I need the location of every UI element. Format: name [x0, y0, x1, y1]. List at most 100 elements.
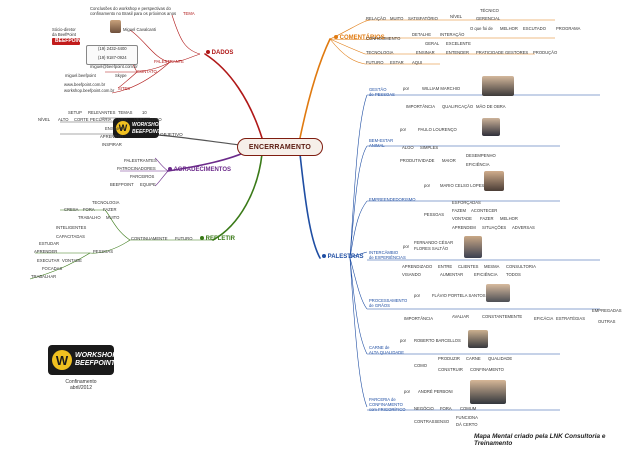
logo-small-text-2: BEEFPOINT: [132, 129, 159, 135]
dados-tema-label: TEMA: [183, 11, 195, 16]
refletir-fazer-2: FORA: [83, 207, 95, 212]
branch-agradecimentos[interactable]: AGRADECIMENTOS: [168, 167, 231, 173]
p4-por: por: [403, 244, 410, 249]
miguel-photo: [110, 20, 121, 33]
central-topic[interactable]: ENCERRAMENTO: [237, 138, 323, 156]
refletir-fazer-3: FAZER: [103, 207, 117, 212]
p4-row2-3: EFICIÊNCIA: [474, 272, 498, 277]
refletir-trabalho-1: TRABALHO: [78, 215, 101, 220]
com-tec-3: ENTENDER: [446, 50, 470, 55]
p5-empregadas: EMPREGADAS: [592, 308, 622, 313]
branch-objetivo[interactable]: OBJETIVO: [160, 132, 183, 137]
logo-large-text-2: BEEFPOINT: [75, 360, 114, 367]
com-detalhe-2: INTERAÇÃO: [440, 32, 465, 37]
refletir-futuro: FUTURO: [175, 236, 193, 241]
agradecimentos-item-1: PALESTRANTES: [124, 158, 157, 163]
dados-skype: Skype: [115, 73, 127, 78]
p2-row1-1: ALGO: [402, 145, 414, 150]
dados-name: Miguel Cavalcanti: [123, 27, 157, 32]
branch-objetivo-label: OBJETIVO: [160, 132, 183, 137]
dados-site1[interactable]: www.beefpoint.com.br: [64, 82, 106, 87]
com-row1-2: MUITO: [390, 16, 404, 21]
p5-row-3: CONSTANTEMENTE: [482, 314, 523, 319]
p6-como: COMO: [414, 363, 428, 368]
branch-comentarios[interactable]: COMENTÁRIOS: [334, 35, 385, 41]
p1-row-1: IMPORTÂNCIA: [406, 104, 436, 109]
p2-title-1: BEM-ESTAR: [369, 138, 394, 143]
refletir-tecnologia: TECNOLOGIA: [92, 200, 120, 205]
branch-comentarios-line: [299, 38, 331, 139]
branch-palestras[interactable]: PALESTRAS: [322, 254, 364, 260]
com-detalhe-1: DETALHE: [412, 32, 432, 37]
com-conhecimento: CONHECIMENTO: [366, 36, 401, 41]
branch-palestras-label: PALESTRAS: [327, 254, 364, 260]
refletir-trabalhar: TRABALHAR: [31, 274, 57, 279]
p4-title-2: de EXPERIÊNCIAS: [369, 255, 406, 260]
objetivo-item-1: ENSINAR: [105, 126, 124, 131]
com-futuro-1: FUTURO: [366, 60, 384, 65]
p3-speaker-photo: [484, 171, 504, 191]
p1-row-2: QUALIFICAÇÃO: [442, 104, 474, 109]
p5-name: FLÁVIO PORTELA SANTOS: [432, 293, 486, 298]
branch-refletir[interactable]: REFLETIR: [200, 236, 235, 242]
objetivo-top-2: RELEVANTES: [88, 110, 116, 115]
p4-name-1: FERNANDO CÉSAR: [414, 240, 454, 245]
p3-fazem-2: ACONTECER: [471, 208, 498, 213]
p6-por: por: [400, 338, 407, 343]
objetivo-left-3: CORTE: [74, 117, 89, 122]
p6-name: ROBERTO BARCELLOS: [414, 338, 461, 343]
refletir-trabalho-2: MUITO: [106, 215, 120, 220]
com-tec-1: TECNOLOGIA: [366, 50, 394, 55]
branch-refletir-label: REFLETIR: [205, 236, 236, 242]
branch-dados[interactable]: DADOS: [206, 50, 233, 56]
refletir-inteligentes: INTELIGENTES: [56, 225, 87, 230]
p6-produzir-2: CARNE: [466, 356, 481, 361]
p2-row2-1: PRODUTIVIDADE: [400, 158, 435, 163]
refletir-fazer-1: CRESA: [64, 207, 79, 212]
dados-sites-label: SITES: [118, 86, 131, 91]
dados-phone1[interactable]: (19) 2432-4400: [98, 46, 127, 51]
com-tecnico: TÉCNICO: [480, 8, 499, 13]
refletir-focadas: FOCADAS: [42, 266, 63, 271]
com-ano-2: MELHOR: [500, 26, 518, 31]
objetivo-left-5: VIDA: [118, 117, 128, 122]
dados-site2[interactable]: workshop.beefpoint.com.br: [64, 88, 115, 93]
com-ano-1: O que foi de: [470, 26, 493, 31]
workshop-beefpoint-logo-small: W WORKSHOP BEEFPOINT: [113, 118, 159, 138]
com-row1-1: RELAÇÃO: [366, 16, 387, 21]
p7-title-3: com FRIGORÍFICO: [369, 407, 406, 412]
com-row1-3: SATISFATÓRIO: [408, 16, 438, 21]
dados-skype-user[interactable]: miguel.beefpoint: [65, 73, 96, 78]
agradecimentos-item-4: BEEFPOINT: [110, 182, 134, 187]
p2-por: por: [400, 127, 407, 132]
p3-name: MARIO CELSO LOPES: [440, 183, 485, 188]
logo-caption: Confinamento abril/2012: [52, 379, 110, 391]
p4-row1-4: MESMA: [484, 264, 500, 269]
agradecimentos-item-3: PARCEIROS: [130, 174, 155, 179]
p3-title: EMPREENDEDORISMO: [369, 197, 416, 202]
p3-aprendem-1: APRENDEM: [452, 225, 476, 230]
p3-pessoas: PESSOAS: [424, 212, 445, 217]
p4-row1-2: ENTRE: [438, 264, 453, 269]
p5-por: por: [414, 293, 421, 298]
p5-row-4: EFICÁCIA: [534, 316, 554, 321]
branch-comentarios-icon: [334, 35, 338, 40]
p3-vontade-1: VONTADE: [452, 216, 472, 221]
p1-speaker-photo: [482, 76, 514, 96]
p7-negocio-2: FORA: [440, 406, 452, 411]
p5-title-1: PROCESSAMENTO: [369, 298, 408, 303]
com-geral-2: EXCELENTE: [446, 41, 471, 46]
dados-email[interactable]: miguel@beefpoint.com.br: [90, 64, 138, 69]
p6-produzir-3: QUALIDADE: [488, 356, 513, 361]
branch-agradecimentos-label: AGRADECIMENTOS: [173, 167, 232, 173]
com-geral-1: GERAL: [425, 41, 440, 46]
refletir-aprender: APRENDER: [34, 249, 58, 254]
p7-name: ANDRÉ PERBONI: [418, 389, 453, 394]
p4-speaker-photo: [464, 236, 482, 258]
p4-name-2: FLORES SALTÃO: [414, 246, 449, 251]
p4-title-1: INTERCÂMBIO: [369, 250, 399, 255]
dados-phone2[interactable]: (19) 9187-0924: [98, 55, 127, 60]
p6-produzir-1: PRODUZIR: [438, 356, 460, 361]
p2-eficiencia: EFICIÊNCIA: [466, 162, 490, 167]
